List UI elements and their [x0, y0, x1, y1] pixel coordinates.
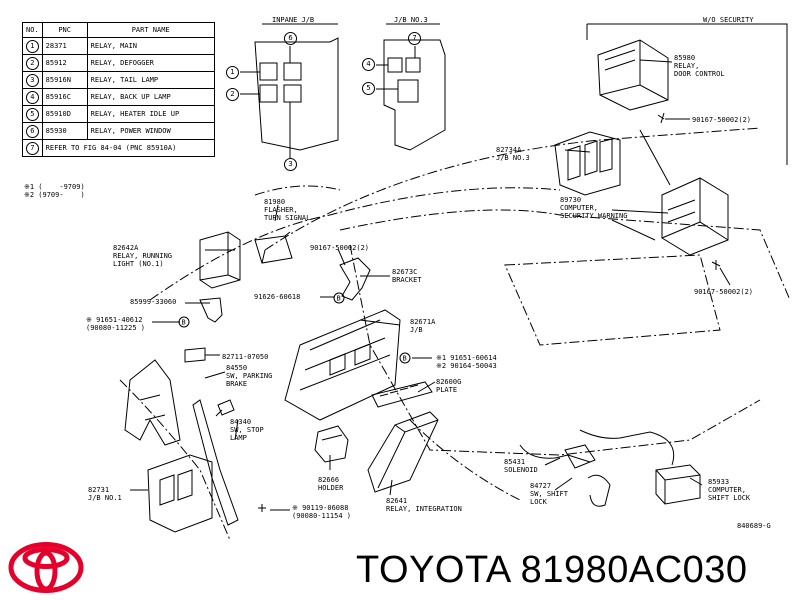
row-pnc: REFER TO FIG 84-04 — [45, 144, 122, 152]
row-number: 2 — [25, 56, 39, 70]
relay-door-control — [597, 39, 669, 111]
computer-security-warning — [661, 177, 729, 256]
inset-circle-4: 4 — [362, 58, 375, 71]
footnote-2: ※2 (9709- ) — [24, 191, 85, 199]
callout-82673C: 82673C BRACKET — [392, 268, 422, 284]
callout-85431: 85431 SOLENOID — [504, 458, 538, 474]
svg-text:B: B — [182, 319, 186, 327]
screw-b — [711, 260, 721, 270]
row-number: 6 — [25, 124, 39, 138]
stop-lamp-switch — [215, 399, 235, 417]
dash-outline — [119, 127, 791, 541]
callout-82731: 82731 J/B NO.1 — [88, 486, 122, 502]
plate — [371, 381, 433, 408]
callout-90167-c: 90167-50002(2) — [310, 244, 370, 252]
callout-89730: 89730 COMPUTER, SECURITY WARNING — [560, 196, 628, 220]
shift-wires — [579, 429, 675, 466]
toyota-logo — [8, 542, 84, 593]
callout-91626: 91626-60618 — [254, 293, 301, 301]
holder — [314, 425, 349, 463]
row-number-circle: 7 — [22, 139, 43, 157]
callout-85999: 85999-33060 — [130, 298, 177, 306]
row-number: 1 — [25, 39, 39, 53]
row-number: 5 — [25, 107, 39, 121]
leader-lines — [130, 59, 731, 511]
callout-84550: 84550 SW, PARKING BRAKE — [226, 364, 273, 388]
row-part-name: (PNC 85910A) — [125, 144, 177, 152]
inset-circle-2: 2 — [226, 88, 239, 101]
inset-circle-1: 1 — [226, 66, 239, 79]
inpane-jb-inset — [240, 23, 339, 158]
callout-82711: 82711-07050 — [222, 353, 269, 361]
wo-security-frame — [587, 23, 788, 165]
computer-shift-lock — [655, 464, 701, 505]
screw-a — [657, 112, 665, 124]
figure-code: 840689-G — [737, 522, 771, 530]
jb-no1 — [147, 454, 213, 533]
callout-81980: 81980 FLASHER, TURN SIGNAL — [264, 198, 311, 222]
bracket-left — [124, 359, 181, 446]
callout-90119: ※ 90119-06088 (90080-11154 ) — [292, 504, 352, 520]
callout-84340: 84340 SW, STOP LAMP — [230, 418, 264, 442]
callout-90167-a: 90167-50002(2) — [692, 116, 752, 124]
pedal — [192, 399, 239, 526]
callout-85933: 85933 COMPUTER, SHIFT LOCK — [708, 478, 751, 502]
bracket — [339, 257, 371, 301]
small-bracket — [199, 297, 223, 323]
footnote-1: ※1 ( -9709) — [24, 183, 85, 191]
parts-table-header: NO. PNC PART NAME — [22, 22, 215, 38]
inset-circle-6: 6 — [284, 32, 297, 45]
screw-c — [258, 504, 266, 512]
relay-running-light — [199, 231, 241, 289]
callout-82671A: 82671A J/B — [410, 318, 436, 334]
jb-main — [284, 309, 401, 421]
row-refer-text: REFER TO FIG 84-04 (PNC 85910A) — [41, 139, 215, 157]
inset-title-inpane: INPANE J/B — [272, 16, 315, 24]
solenoid — [564, 444, 596, 469]
row-number: 4 — [25, 90, 39, 104]
svg-text:B: B — [403, 355, 407, 363]
row-number-circle: 6 — [22, 122, 43, 140]
callout-82642A: 82642A RELAY, RUNNING LIGHT (NO.1) — [113, 244, 173, 268]
callout-82641: 82641 RELAY, INTEGRATION — [386, 497, 462, 513]
solenoid-wire — [519, 444, 591, 463]
jb3-inset — [376, 23, 446, 151]
callout-91651: ※ 91651-40612 (90080-11225 ) — [86, 316, 146, 332]
relay-integration — [367, 411, 439, 493]
arrow-line — [611, 129, 671, 241]
inset-circle-5: 5 — [362, 82, 375, 95]
inset-circle-3: 3 — [284, 158, 297, 171]
callout-90167-b: 90167-50002(2) — [694, 288, 754, 296]
callout-84727: 84727 SW, SHIFT LOCK — [530, 482, 568, 506]
row-number-circle: 1 — [22, 37, 43, 55]
callout-82734A: 82734A J/B NO.3 — [496, 146, 530, 162]
inset-title-wo-security: W/O SECURITY — [703, 16, 754, 24]
callout-91651b: ※1 91651-60614 ※2 90164-50043 — [436, 354, 497, 370]
callout-82666: 82666 HOLDER — [318, 476, 344, 492]
b-markers: B B B — [178, 292, 411, 364]
inset-title-jb3: J/B NO.3 — [394, 16, 428, 24]
callout-82600G: 82600G PLATE — [436, 378, 462, 394]
row-number: 7 — [25, 141, 39, 155]
callout-85980: 85980 RELAY, DOOR CONTROL — [674, 54, 725, 78]
jb3-unit — [554, 131, 621, 196]
shift-lock-switch — [587, 474, 611, 507]
flasher-turn-signal — [254, 231, 293, 264]
inset-circle-7: 7 — [408, 32, 421, 45]
brand-part-number: TOYOTA 81980AC030 — [356, 549, 748, 591]
row-number: 3 — [25, 73, 39, 87]
svg-text:B: B — [337, 295, 341, 303]
small-connector — [184, 347, 206, 363]
